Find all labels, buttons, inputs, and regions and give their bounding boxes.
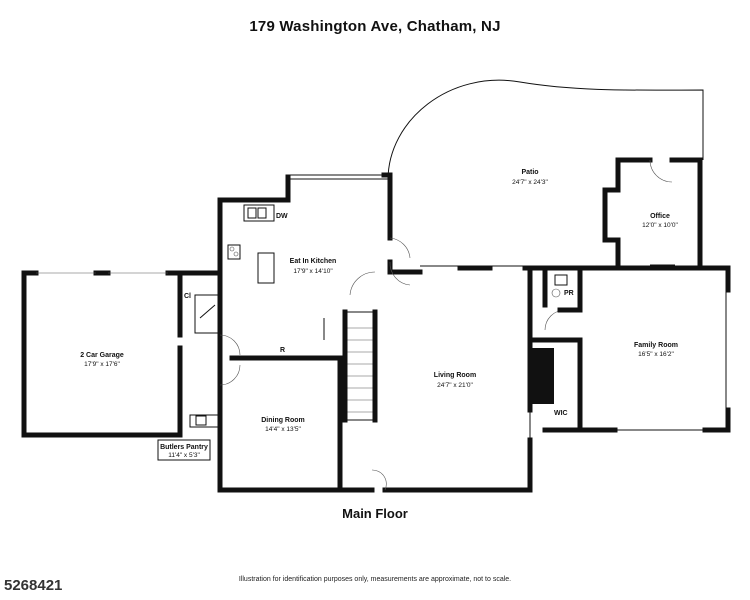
dining-dims: 14'4" x 13'5": [265, 426, 301, 433]
living-dims: 24'7" x 21'0": [437, 382, 473, 389]
wic-tag: WIC: [554, 410, 568, 417]
living-walls: [337, 265, 623, 493]
floor-label: Main Floor: [342, 506, 408, 521]
butlers-label-box: [157, 439, 211, 461]
office-dims: 12'0" x 10'0": [642, 222, 678, 229]
garage-dims: 17'9" x 17'6": [84, 361, 120, 368]
garage-name: 2 Car Garage: [80, 352, 124, 359]
dw-tag: DW: [276, 213, 288, 220]
listing-id: 5268421: [4, 577, 63, 594]
fireplace: [532, 348, 554, 404]
kitchen-name: Eat In Kitchen: [290, 258, 337, 265]
office-walls: [602, 157, 703, 271]
closet-tag: Cl: [184, 293, 191, 300]
butlers-dims: 11'4" x 5'3": [168, 452, 200, 459]
disclaimer: Illustration for identification purposes…: [238, 576, 512, 583]
dining-name: Dining Room: [261, 417, 305, 424]
kitchen-walls: [189, 172, 423, 493]
range-tag: R: [280, 347, 285, 354]
patio-dims: 24'7" x 24'3": [512, 179, 548, 186]
family-walls: [577, 265, 731, 433]
page-title: 179 Washington Ave, Chatham, NJ: [249, 18, 501, 35]
powder-room-tag: PR: [564, 290, 574, 297]
living-name: Living Room: [434, 372, 476, 379]
patio-name: Patio: [521, 169, 538, 176]
family-dims: 16'5" x 16'2": [638, 351, 674, 358]
office-name: Office: [650, 213, 670, 220]
kitchen-dims: 17'9" x 14'10": [293, 268, 333, 275]
family-name: Family Room: [634, 342, 678, 349]
patio-outline: [387, 79, 704, 181]
garage-walls: [21, 197, 223, 438]
butlers-name: Butlers Pantry: [160, 444, 208, 451]
